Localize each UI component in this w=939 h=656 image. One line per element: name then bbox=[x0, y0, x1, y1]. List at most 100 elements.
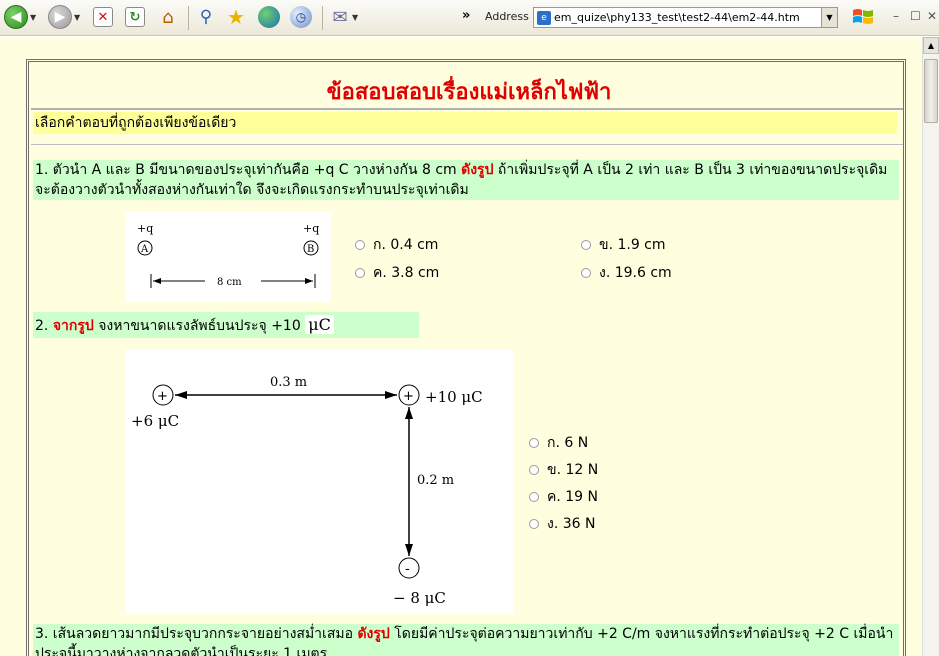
chevron-down-icon[interactable]: ▼ bbox=[821, 8, 837, 27]
charge-b-label: +q bbox=[303, 222, 319, 235]
q1-option-d[interactable]: ง. 19.6 cm bbox=[581, 262, 672, 284]
q2-option-d[interactable]: ง. 36 N bbox=[529, 513, 595, 535]
question-2-figure: 0.3 m + + +6 μC +10 μC 0.2 m - − 8 μC bbox=[125, 350, 513, 614]
arrowhead-down bbox=[405, 544, 413, 556]
chevron-down-icon[interactable]: ▼ bbox=[30, 12, 37, 22]
option-label: ค. 3.8 cm bbox=[373, 265, 440, 281]
radio-button[interactable] bbox=[529, 492, 539, 502]
question-2-prefix: 2. bbox=[35, 318, 53, 334]
question-1: 1. ตัวนำ A และ B มีขนาดของประจุเท่ากันคื… bbox=[33, 160, 899, 200]
radio-button[interactable] bbox=[355, 268, 365, 278]
question-3-text-b: โดยมีค่าประจุต่อความยาวเท่ากับ +2 C/m จง… bbox=[35, 626, 894, 656]
refresh-icon: ↻ bbox=[125, 7, 145, 27]
question-2: 2. จากรูป จงหาขนาดแรงลัพธ์บนประจุ +10 μC bbox=[33, 312, 419, 338]
browser-toolbar: ◀ ▼ ▶ ▼ ✕ ↻ ⌂ ⚲ ★ ◷ ✉ ▼ » Address e em_q… bbox=[0, 0, 939, 36]
chevron-down-icon[interactable]: ▼ bbox=[74, 12, 81, 22]
bottom-charge-sign: - bbox=[405, 562, 410, 577]
question-3-highlight: ดังรูป bbox=[357, 626, 390, 642]
option-label: ง. 36 N bbox=[547, 516, 596, 532]
option-label: ค. 19 N bbox=[547, 489, 599, 505]
stop-button[interactable]: ✕ bbox=[93, 4, 113, 30]
divider bbox=[31, 108, 903, 110]
back-button[interactable]: ◀ ▼ bbox=[4, 4, 36, 30]
right-charge-label: +10 μC bbox=[425, 388, 483, 406]
radio-button[interactable] bbox=[581, 268, 591, 278]
forward-icon: ▶ bbox=[48, 5, 72, 29]
refresh-button[interactable]: ↻ bbox=[125, 4, 145, 30]
minimize-button[interactable]: – bbox=[893, 9, 899, 23]
radio-button[interactable] bbox=[581, 240, 591, 250]
right-charge-circle bbox=[398, 384, 420, 406]
left-charge-label: +6 μC bbox=[131, 412, 179, 430]
address-input[interactable]: e em_quize\phy133_test\test2-44\em2-44.h… bbox=[533, 7, 838, 28]
question-1-highlight: ดังรูป bbox=[461, 162, 494, 178]
media-button[interactable] bbox=[258, 4, 280, 30]
left-charge-circle bbox=[152, 384, 174, 406]
option-label: ก. 0.4 cm bbox=[373, 237, 439, 253]
quiz-frame: ข้อสอบสอบเรื่องแม่เหล็กไฟฟ้า เลือกคำตอบท… bbox=[26, 59, 906, 656]
question-3-text-a: 3. เส้นลวดยาวมากมีประจุบวกกระจายอย่างสม่… bbox=[35, 626, 358, 642]
distance-label: 8 cm bbox=[217, 277, 242, 288]
page-title: ข้อสอบสอบเรื่องแม่เหล็กไฟฟ้า bbox=[326, 80, 612, 105]
radio-button[interactable] bbox=[529, 519, 539, 529]
favorites-icon: ★ bbox=[227, 5, 245, 29]
address-value[interactable]: em_quize\phy133_test\test2-44\em2-44.htm bbox=[554, 11, 800, 24]
toolbar-separator bbox=[188, 6, 189, 30]
arrowhead-right bbox=[385, 391, 397, 399]
option-label: ข. 12 N bbox=[547, 462, 599, 478]
mail-icon: ✉ bbox=[332, 6, 348, 28]
history-button[interactable]: ◷ bbox=[290, 4, 312, 30]
close-button[interactable]: ✕ bbox=[927, 9, 938, 23]
conductor-b-label: B bbox=[307, 244, 314, 255]
q2-option-c[interactable]: ค. 19 N bbox=[529, 486, 598, 508]
arrowhead-right bbox=[305, 278, 313, 284]
question-1-text-b: ถ้าเพิ่มประจุที่ A เป็น 2 เท่า และ B เป็… bbox=[35, 162, 888, 198]
vertical-distance-label: 0.2 m bbox=[417, 473, 454, 488]
arrowhead-left bbox=[175, 391, 187, 399]
back-icon: ◀ bbox=[4, 5, 28, 29]
option-label: ง. 19.6 cm bbox=[599, 265, 672, 281]
favorites-button[interactable]: ★ bbox=[226, 4, 246, 30]
arrowhead-up bbox=[405, 407, 413, 419]
home-button[interactable]: ⌂ bbox=[158, 4, 178, 30]
history-icon: ◷ bbox=[290, 6, 312, 28]
windows-logo-icon bbox=[853, 9, 873, 24]
arrowhead-left bbox=[153, 278, 161, 284]
question-3: 3. เส้นลวดยาวมากมีประจุบวกกระจายอย่างสม่… bbox=[33, 624, 899, 656]
question-1-figure: +q +q A B 8 cm bbox=[125, 212, 331, 302]
page-icon: e bbox=[537, 10, 551, 25]
option-label: ก. 6 N bbox=[547, 435, 589, 451]
toolbar-separator bbox=[322, 6, 323, 30]
radio-button[interactable] bbox=[355, 240, 365, 250]
toolbar-overflow-chevron[interactable]: » bbox=[462, 8, 471, 23]
page-content: ข้อสอบสอบเรื่องแม่เหล็กไฟฟ้า เลือกคำตอบท… bbox=[0, 37, 922, 656]
restore-button[interactable]: ☐ bbox=[910, 9, 921, 23]
left-charge-sign: + bbox=[157, 389, 168, 404]
q2-option-a[interactable]: ก. 6 N bbox=[529, 432, 588, 454]
charge-a-circle bbox=[137, 240, 153, 256]
radio-button[interactable] bbox=[529, 465, 539, 475]
question-2-text: จงหาขนาดแรงลัพธ์บนประจุ +10 bbox=[93, 318, 306, 334]
q1-option-a[interactable]: ก. 0.4 cm bbox=[355, 234, 438, 256]
conductor-a-label: A bbox=[140, 244, 149, 255]
question-1-text-a: 1. ตัวนำ A และ B มีขนาดของประจุเท่ากันคื… bbox=[35, 162, 462, 178]
search-button[interactable]: ⚲ bbox=[196, 4, 216, 30]
question-2-highlight: จากรูป bbox=[52, 318, 94, 334]
divider bbox=[31, 144, 903, 145]
q1-option-b[interactable]: ข. 1.9 cm bbox=[581, 234, 666, 256]
search-icon: ⚲ bbox=[199, 7, 213, 27]
q1-option-c[interactable]: ค. 3.8 cm bbox=[355, 262, 439, 284]
scroll-thumb[interactable] bbox=[924, 59, 938, 123]
chevron-down-icon[interactable]: ▼ bbox=[352, 12, 359, 22]
forward-button[interactable]: ▶ ▼ bbox=[48, 4, 80, 30]
vertical-scrollbar[interactable]: ▲ bbox=[922, 37, 939, 656]
charge-b-circle bbox=[303, 240, 319, 256]
mail-button[interactable]: ✉ ▼ bbox=[330, 4, 358, 30]
media-icon bbox=[258, 6, 280, 28]
radio-button[interactable] bbox=[529, 438, 539, 448]
q2-option-b[interactable]: ข. 12 N bbox=[529, 459, 598, 481]
bottom-charge-label: − 8 μC bbox=[393, 589, 446, 607]
address-label: Address bbox=[485, 10, 529, 23]
scroll-up-icon[interactable]: ▲ bbox=[923, 37, 939, 54]
option-label: ข. 1.9 cm bbox=[599, 237, 666, 253]
